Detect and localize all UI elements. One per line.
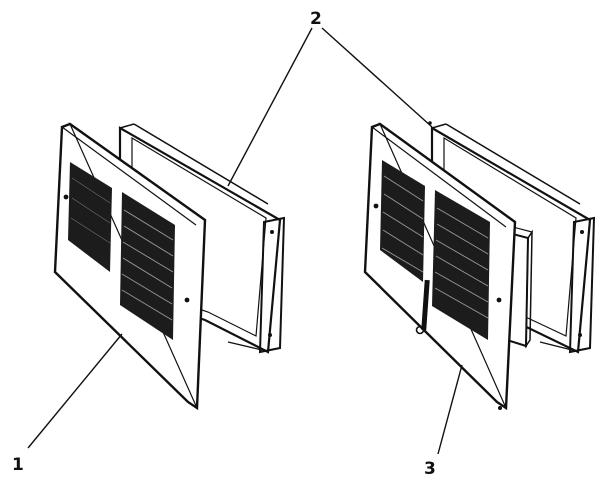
callout-3: 3 — [424, 459, 436, 479]
left-grille-panel — [53, 122, 207, 411]
right-heater-assembly — [363, 121, 533, 411]
callout-2: 2 — [310, 9, 322, 29]
leader-line-2b — [321, 27, 433, 128]
leader-lines — [27, 27, 463, 455]
leader-line-3 — [437, 364, 463, 455]
callout-1: 1 — [12, 455, 24, 475]
callout-labels: 1 2 3 — [12, 9, 436, 479]
leader-line-2a — [227, 27, 313, 187]
leader-line-1 — [27, 333, 123, 449]
